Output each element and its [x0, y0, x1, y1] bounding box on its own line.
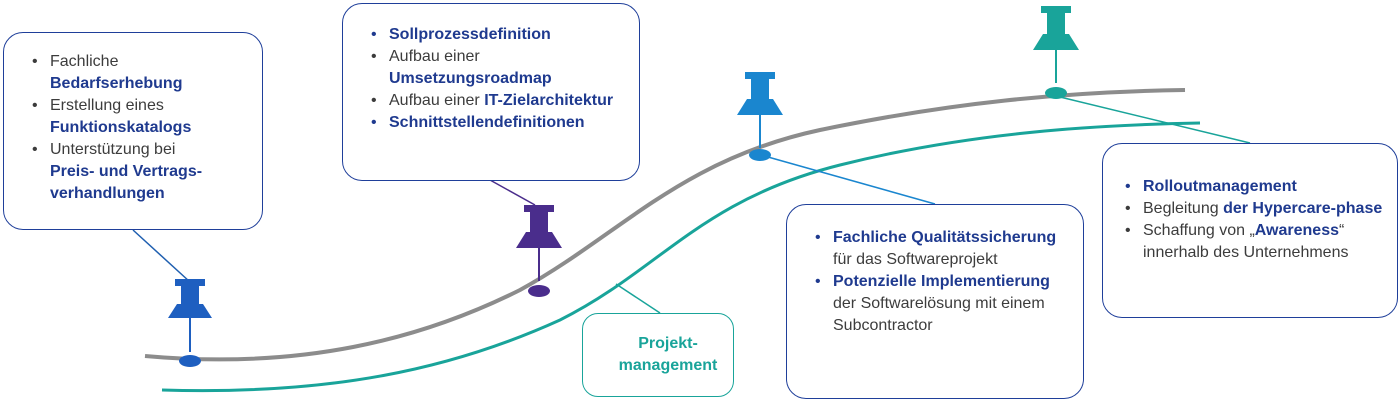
- phase-1-box: Fachliche Bedarfserhebung Erstellung ein…: [3, 32, 263, 230]
- projektmanagement-line-2: management: [618, 357, 718, 374]
- item-text: Begleitung: [1143, 200, 1224, 217]
- connector-3: [767, 156, 936, 205]
- item-text: Erstellung eines: [50, 97, 164, 114]
- connector-1: [132, 229, 191, 283]
- projektmanagement-box: Projekt- management: [582, 313, 734, 397]
- item-bold-text: Preis- und Vertrags-verhandlungen: [50, 163, 203, 202]
- item-text: Aufbau einer: [389, 92, 485, 109]
- item-text: Unterstützung bei: [50, 141, 176, 158]
- item-text: der Softwarelösung mit einem Subcontract…: [833, 295, 1045, 334]
- item-bold-text: Umsetzungsroadmap: [389, 70, 552, 87]
- teal-project-line: [161, 121, 1201, 393]
- pin-3-icon: [737, 72, 783, 161]
- item-text: Schaffung von „: [1143, 222, 1255, 239]
- item-text: Fachliche: [50, 53, 119, 70]
- pin-2-icon: [516, 205, 562, 297]
- list-item: Fachliche Bedarfserhebung: [28, 51, 252, 95]
- item-bold-text: der Hypercare-phase: [1223, 200, 1383, 217]
- connector-2: [489, 179, 536, 206]
- item-bold-text: Schnittstellendefinitionen: [389, 114, 585, 131]
- item-bold-text: Awareness: [1254, 222, 1339, 239]
- list-item: Sollprozessdefinition: [367, 24, 629, 46]
- phase-3-box: Fachliche Qualitätssicherung für das Sof…: [786, 204, 1084, 399]
- item-text: “ innerhalb des Unternehmens: [1143, 222, 1349, 261]
- list-item: Unterstützung bei Preis- und Vertrags-ve…: [28, 139, 252, 205]
- list-item: Begleitung der Hypercare-phase: [1121, 198, 1389, 220]
- list-item: Fachliche Qualitätssicherung für das Sof…: [811, 227, 1073, 271]
- item-bold-text: IT-Zielarchitektur: [484, 92, 614, 109]
- item-bold-text: Sollprozessdefinition: [389, 26, 551, 43]
- list-item: Aufbau einer Umsetzungsroadmap: [367, 46, 629, 90]
- connector-pm: [615, 283, 661, 314]
- list-item: Schnittstellendefinitionen: [367, 112, 629, 134]
- item-bold-text: Funktionskatalogs: [50, 119, 192, 136]
- item-bold-text: Fachliche Qualitätssicherung: [833, 229, 1057, 246]
- item-text: Aufbau einer: [389, 48, 480, 65]
- list-item: Aufbau einer IT-Zielarchitektur: [367, 90, 629, 112]
- item-bold-text: Rolloutmanagement: [1143, 178, 1297, 195]
- pin-4-icon: [1033, 6, 1079, 99]
- pin-1-icon: [168, 279, 212, 367]
- item-bold-text: Potenzielle Implementierung: [833, 273, 1050, 290]
- list-item: Erstellung eines Funktionskatalogs: [28, 95, 252, 139]
- list-item: Schaffung von „Awareness“ innerhalb des …: [1121, 220, 1389, 264]
- gray-timeline: [144, 88, 1186, 362]
- item-bold-text: Bedarfserhebung: [50, 75, 183, 92]
- connector-4: [1059, 96, 1251, 144]
- phase-4-box: Rolloutmanagement Begleitung der Hyperca…: [1102, 143, 1398, 318]
- item-text: für das Softwareprojekt: [833, 251, 998, 268]
- list-item: Potenzielle Implementierung der Software…: [811, 271, 1073, 337]
- phase-2-box: Sollprozessdefinition Aufbau einer Umset…: [342, 3, 640, 181]
- list-item: Rolloutmanagement: [1121, 176, 1389, 198]
- projektmanagement-line-1: Projekt-: [638, 335, 698, 352]
